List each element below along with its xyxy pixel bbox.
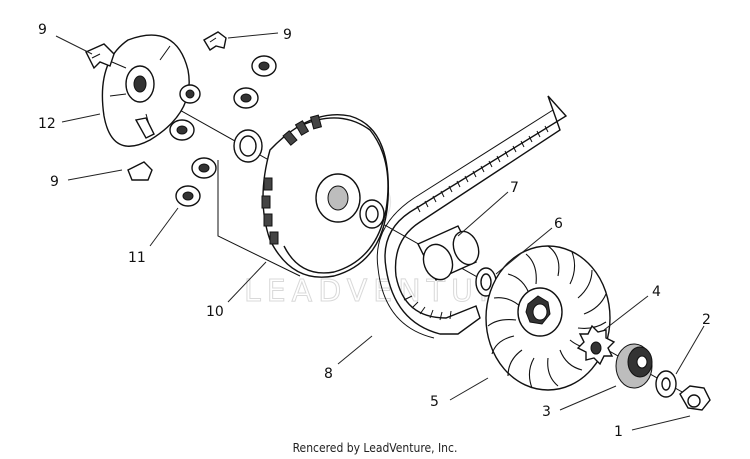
weight-roller <box>175 185 201 207</box>
fan-drive-face <box>485 245 611 391</box>
drive-belt <box>376 95 568 339</box>
callout-1: 1 <box>614 424 623 440</box>
weight-roller <box>179 84 201 104</box>
seal-ring <box>233 129 263 163</box>
slider-top-left <box>85 43 115 70</box>
weight-roller <box>233 87 259 109</box>
callout-2: 2 <box>702 312 711 328</box>
movable-drive-face <box>101 34 190 147</box>
callout-7: 7 <box>510 180 519 196</box>
callout-9-top-left: 9 <box>38 22 47 38</box>
assembly-axis-line <box>111 71 701 403</box>
callout-3: 3 <box>542 404 551 420</box>
castle-nut <box>615 343 653 389</box>
hex-nut <box>679 385 711 411</box>
sleeve-bushing <box>417 225 480 281</box>
star-washer <box>576 324 616 366</box>
belt-teeth <box>403 125 549 321</box>
weight-roller <box>191 157 217 179</box>
render-credit: Rencered by LeadVenture, Inc. <box>293 441 458 455</box>
callout-10: 10 <box>206 304 224 320</box>
callout-12: 12 <box>38 116 56 132</box>
callout-labels: 9 9 12 9 11 10 7 6 8 4 2 5 3 1 <box>38 22 711 440</box>
slider-top-right <box>203 31 227 51</box>
callout-8: 8 <box>324 366 333 382</box>
callout-9-top-right: 9 <box>283 27 292 43</box>
washer-2 <box>655 370 677 398</box>
leader-lines <box>55 32 705 431</box>
weight-roller <box>169 119 195 141</box>
slider-left <box>127 161 153 181</box>
variator-assembly <box>217 114 390 278</box>
callout-9-left: 9 <box>50 174 59 190</box>
callout-6: 6 <box>554 216 563 232</box>
weight-roller <box>251 55 277 77</box>
callout-11: 11 <box>128 250 146 266</box>
callout-4: 4 <box>652 284 661 300</box>
callout-5: 5 <box>430 394 439 410</box>
